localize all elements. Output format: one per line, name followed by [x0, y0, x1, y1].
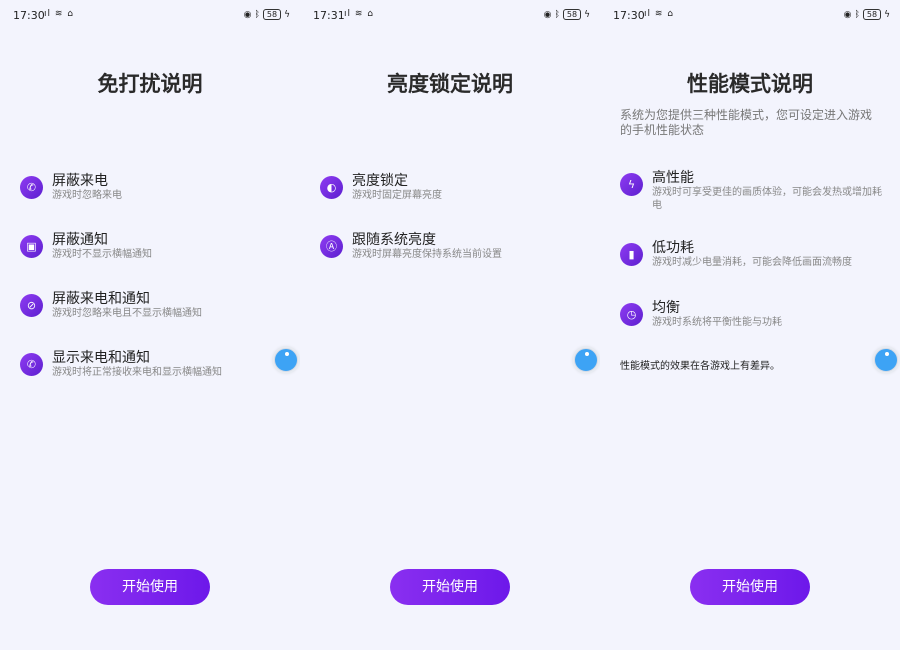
option-title: 均衡	[652, 300, 680, 316]
page-description: 系统为您提供三种性能模式，您可设定进入游戏的手机性能状态	[620, 108, 873, 137]
bluetooth-icon: ᛒ	[554, 9, 560, 20]
status-bar: 17:30 ıl ≋ ⌂ ◉ ᛒ 58 ϟ	[600, 0, 900, 30]
option-subtitle: 游戏时忽略来电且不显示横幅通知	[52, 308, 202, 319]
contrast-icon: ◐	[320, 176, 343, 199]
panel-do-not-disturb: 17:30 ıl ≋ ⌂ ◉ ᛒ 58 ϟ 免打扰说明 ✆ 屏蔽来电 游戏时忽略…	[0, 0, 300, 650]
panel-brightness-lock: 17:31 ıl ≋ ⌂ ◉ ᛒ 58 ϟ 亮度锁定说明 ◐ 亮度锁定 游戏时固…	[300, 0, 600, 650]
option-title: 高性能	[652, 170, 694, 186]
phone-icon: ✆	[20, 176, 43, 199]
balance-icon: ◷	[620, 303, 643, 326]
option-subtitle: 游戏时不显示横幅通知	[52, 249, 152, 260]
call-notify-icon: ✆	[20, 353, 43, 376]
status-bar: 17:30 ıl ≋ ⌂ ◉ ᛒ 58 ϟ	[0, 0, 300, 30]
bluetooth-icon: ᛒ	[854, 9, 860, 20]
page-title: 免打扰说明	[97, 72, 203, 96]
lightning-icon: ϟ	[620, 173, 643, 196]
option-title: 屏蔽来电和通知	[52, 291, 150, 307]
battery-level: 58	[862, 9, 882, 20]
charging-icon: ϟ	[584, 9, 590, 20]
status-time: 17:30	[613, 9, 645, 22]
floating-assistant-ball[interactable]	[574, 348, 598, 372]
start-button[interactable]: 开始使用	[690, 569, 810, 605]
battery-icon: ▮	[620, 243, 643, 266]
option-title: 亮度锁定	[352, 173, 408, 189]
status-bar: 17:31 ıl ≋ ⌂ ◉ ᛒ 58 ϟ	[300, 0, 600, 30]
floating-assistant-ball[interactable]	[874, 348, 898, 372]
status-time: 17:31	[313, 9, 345, 22]
block-icon: ⊘	[20, 294, 43, 317]
alarm-icon: ◉	[243, 9, 252, 20]
page-title: 亮度锁定说明	[387, 72, 513, 96]
signal-icon: ıl ≋ ⌂	[44, 9, 74, 19]
signal-icon: ıl ≋ ⌂	[644, 9, 674, 19]
option-subtitle: 游戏时忽略来电	[52, 190, 122, 201]
option-subtitle: 游戏时固定屏幕亮度	[352, 190, 442, 201]
option-title: 低功耗	[652, 240, 694, 256]
status-time: 17:30	[13, 9, 45, 22]
alarm-icon: ◉	[843, 9, 852, 20]
alarm-icon: ◉	[543, 9, 552, 20]
notification-icon: ▣	[20, 235, 43, 258]
charging-icon: ϟ	[884, 9, 890, 20]
charging-icon: ϟ	[284, 9, 290, 20]
option-subtitle: 游戏时将正常接收来电和显示横幅通知	[52, 367, 222, 378]
auto-brightness-icon: Ⓐ	[320, 235, 343, 258]
performance-note: 性能模式的效果在各游戏上有差异。	[620, 361, 780, 372]
bluetooth-icon: ᛒ	[254, 9, 260, 20]
status-right: ◉ ᛒ 58 ϟ	[244, 9, 290, 20]
page-title: 性能模式说明	[687, 72, 813, 96]
battery-level: 58	[562, 9, 582, 20]
option-subtitle: 游戏时系统将平衡性能与功耗	[652, 317, 782, 328]
option-title: 显示来电和通知	[52, 350, 150, 366]
option-subtitle: 游戏时减少电量消耗，可能会降低画面流畅度	[652, 257, 852, 268]
start-button[interactable]: 开始使用	[390, 569, 510, 605]
battery-level: 58	[262, 9, 282, 20]
floating-assistant-ball[interactable]	[274, 348, 298, 372]
status-right: ◉ ᛒ 58 ϟ	[544, 9, 590, 20]
option-title: 屏蔽通知	[52, 232, 108, 248]
signal-icon: ıl ≋ ⌂	[344, 9, 374, 19]
option-title: 屏蔽来电	[52, 173, 108, 189]
option-subtitle: 游戏时可享受更佳的画质体验，可能会发热或增加耗电	[652, 187, 882, 211]
panel-performance-mode: 17:30 ıl ≋ ⌂ ◉ ᛒ 58 ϟ 性能模式说明 系统为您提供三种性能模…	[600, 0, 900, 650]
start-button[interactable]: 开始使用	[90, 569, 210, 605]
option-title: 跟随系统亮度	[352, 232, 436, 248]
option-subtitle: 游戏时屏幕亮度保持系统当前设置	[352, 249, 502, 260]
status-right: ◉ ᛒ 58 ϟ	[844, 9, 890, 20]
